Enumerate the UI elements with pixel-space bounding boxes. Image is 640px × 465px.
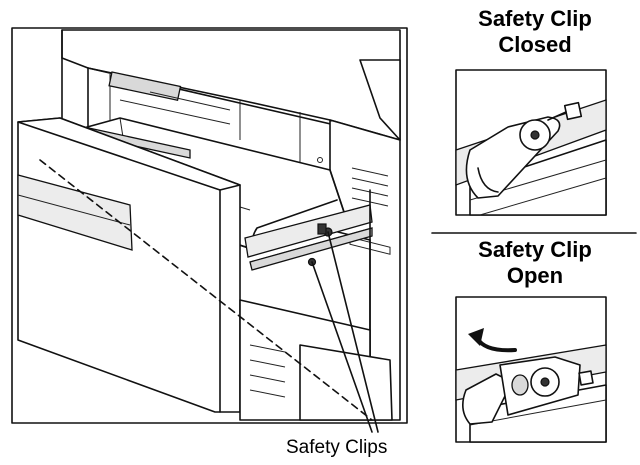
curved-arrow-up-icon — [468, 328, 517, 353]
closed-title-line2: Closed — [498, 32, 572, 57]
open-title-line1: Safety Clip — [478, 237, 592, 262]
closed-inset-title: Safety Clip Closed — [440, 6, 630, 58]
safety-clips-callout-label: Safety Clips — [286, 437, 388, 458]
open-title-line2: Open — [506, 263, 564, 288]
inset-safety-clip-open — [455, 296, 607, 443]
closed-title-line1: Safety Clip — [478, 6, 592, 31]
open-inset-title: Safety Clip Open — [440, 237, 630, 289]
main-drawer-view — [11, 27, 408, 424]
inset-safety-clip-closed — [455, 69, 607, 216]
callout-leader-lines — [311, 231, 379, 433]
